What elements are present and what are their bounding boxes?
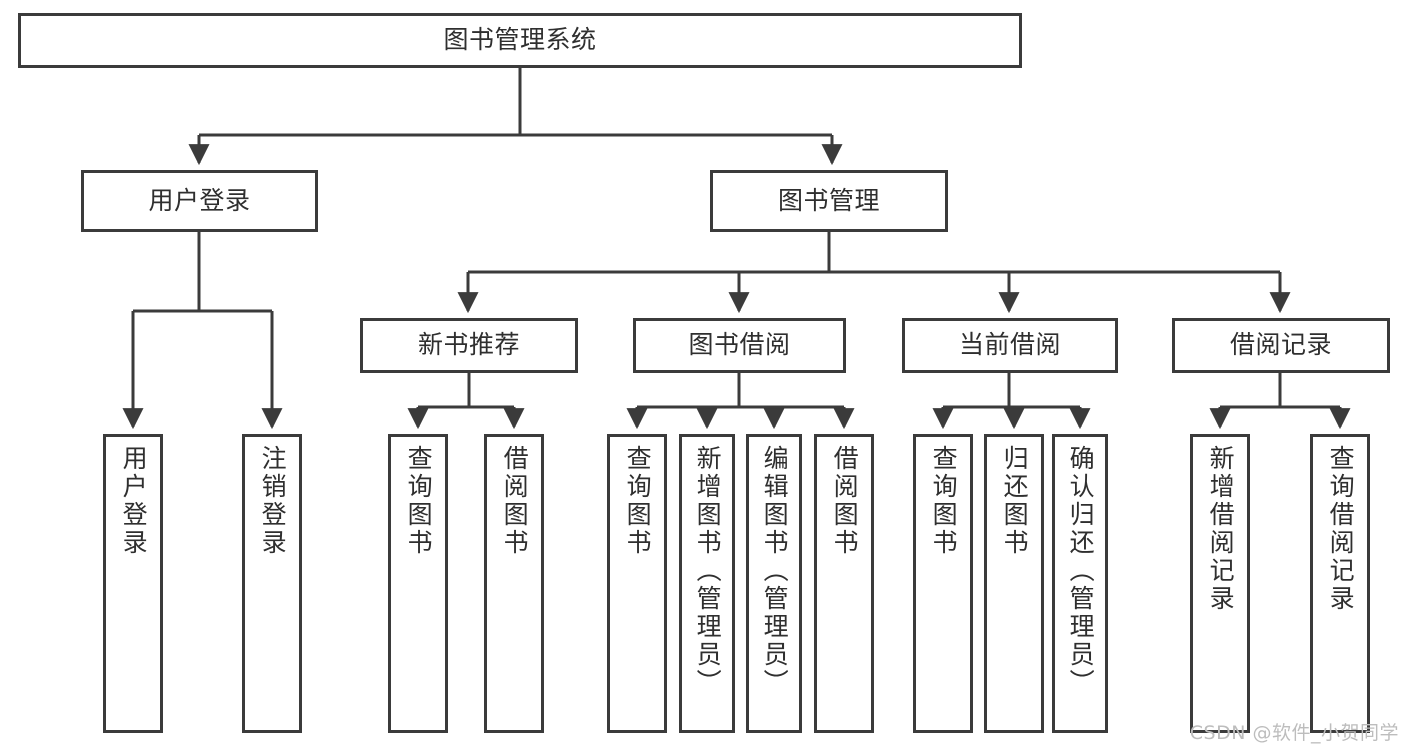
edge-bookmanage-to-level3 (457, 232, 1291, 314)
node-leaf-query-book-1-label: 查询图书 (404, 445, 434, 557)
node-leaf-query-book-2-label: 查询图书 (623, 445, 653, 557)
node-current-borrow-label: 当前借阅 (958, 330, 1061, 360)
node-leaf-borrow-book-2-label: 借阅图书 (830, 445, 860, 557)
node-leaf-return-book[interactable]: 归还图书 (984, 434, 1044, 733)
edge-userlogin-to-leaves (122, 232, 283, 430)
node-leaf-confirm-return[interactable]: 确认归还（管理员） (1052, 434, 1108, 733)
node-leaf-user-login-label: 用户登录 (119, 445, 149, 557)
node-leaf-borrow-book-1-label: 借阅图书 (500, 445, 530, 557)
node-leaf-edit-book-label: 编辑图书（管理员） (760, 445, 790, 697)
node-leaf-add-record[interactable]: 新增借阅记录 (1190, 434, 1250, 733)
node-book-manage-label: 图书管理 (777, 185, 880, 215)
node-leaf-edit-book[interactable]: 编辑图书（管理员） (746, 434, 802, 733)
node-leaf-logout[interactable]: 注销登录 (242, 434, 302, 733)
watermark: CSDN @软件_小贺同学 (1189, 722, 1399, 744)
node-root-label: 图书管理系统 (443, 25, 597, 55)
node-book-manage[interactable]: 图书管理 (710, 170, 948, 232)
edge-borrowrecord-to-leaves (1209, 373, 1351, 430)
node-leaf-query-book-2[interactable]: 查询图书 (607, 434, 667, 733)
node-new-book-rec-label: 新书推荐 (417, 330, 520, 360)
node-leaf-borrow-book-2[interactable]: 借阅图书 (814, 434, 874, 733)
node-leaf-add-book-label: 新增图书（管理员） (693, 445, 723, 697)
node-leaf-query-book-3[interactable]: 查询图书 (913, 434, 973, 733)
node-leaf-query-book-3-label: 查询图书 (929, 445, 959, 557)
node-borrow-record-label: 借阅记录 (1229, 330, 1332, 360)
node-leaf-borrow-book-1[interactable]: 借阅图书 (484, 434, 544, 733)
node-book-borrow[interactable]: 图书借阅 (633, 318, 846, 373)
edge-bookborrow-to-leaves (626, 373, 855, 430)
node-current-borrow[interactable]: 当前借阅 (902, 318, 1118, 373)
node-leaf-logout-label: 注销登录 (258, 445, 288, 557)
node-leaf-return-book-label: 归还图书 (1000, 445, 1030, 557)
node-leaf-query-book-1[interactable]: 查询图书 (388, 434, 448, 733)
node-leaf-confirm-return-label: 确认归还（管理员） (1066, 445, 1096, 697)
node-user-login[interactable]: 用户登录 (81, 170, 318, 232)
node-root[interactable]: 图书管理系统 (18, 13, 1022, 68)
node-leaf-add-book[interactable]: 新增图书（管理员） (679, 434, 735, 733)
node-leaf-query-record-label: 查询借阅记录 (1326, 445, 1356, 613)
edge-root-to-level2 (188, 68, 843, 166)
node-user-login-label: 用户登录 (148, 185, 251, 215)
node-leaf-add-record-label: 新增借阅记录 (1206, 445, 1236, 613)
node-leaf-user-login[interactable]: 用户登录 (103, 434, 163, 733)
edge-currentborrow-to-leaves (932, 373, 1091, 430)
node-leaf-query-record[interactable]: 查询借阅记录 (1310, 434, 1370, 733)
node-book-borrow-label: 图书借阅 (688, 330, 791, 360)
node-borrow-record[interactable]: 借阅记录 (1172, 318, 1390, 373)
node-new-book-rec[interactable]: 新书推荐 (360, 318, 578, 373)
edge-newbook-to-leaves (407, 373, 525, 430)
